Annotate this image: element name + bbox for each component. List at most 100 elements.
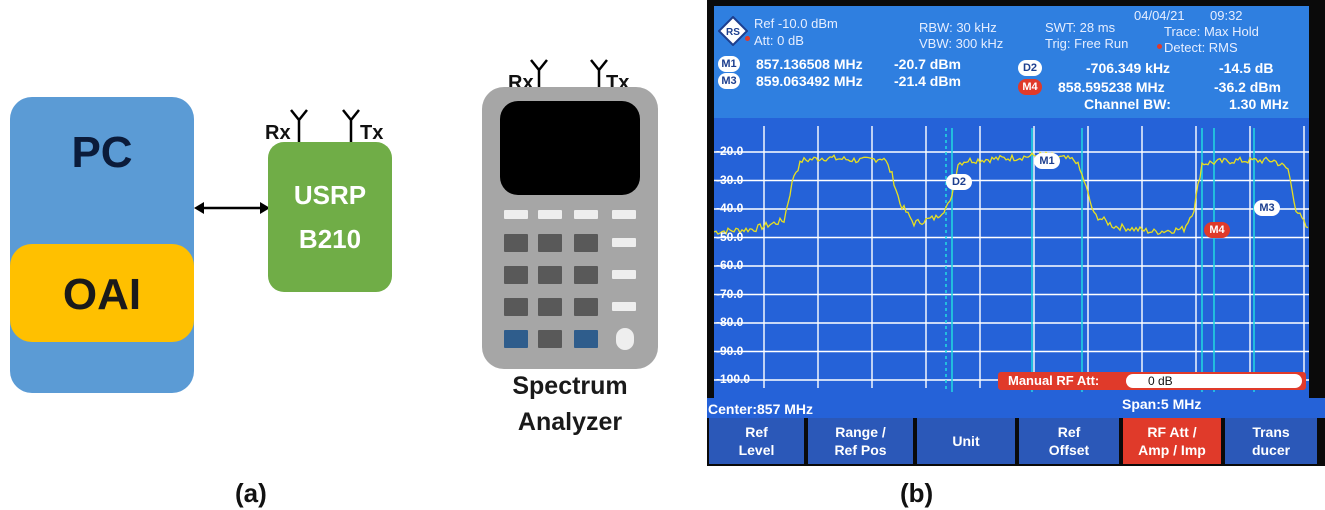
plot-marker-d2: D2	[946, 174, 972, 190]
m4-level: -36.2 dBm	[1214, 79, 1281, 95]
tx-antenna-icon	[342, 109, 360, 142]
channel-bw-value: 1.30 MHz	[1229, 96, 1289, 112]
m1-frequency: 857.136508 MHz	[756, 56, 863, 72]
m3-level: -21.4 dBm	[894, 73, 961, 89]
pc-label: PC	[71, 128, 133, 177]
softkey-rf-att-line2: Amp / Imp	[1138, 442, 1206, 458]
d2-frequency: -706.349 kHz	[1086, 60, 1171, 76]
spectrum-plot-canvas	[714, 126, 1309, 392]
softkey-trans-line1: Trans	[1252, 424, 1290, 440]
span-text: Span:5 MHz	[1122, 396, 1202, 412]
softkey-transducer[interactable]: Trans ducer	[1225, 418, 1317, 464]
detect-indicator-dot	[1157, 44, 1162, 49]
trig-text: Trig: Free Run	[1045, 36, 1129, 51]
y-tick-label: -30.0	[716, 172, 744, 187]
m4-badge: M4	[1018, 79, 1042, 95]
softkey-rf-att-line1: RF Att /	[1147, 424, 1197, 440]
status-bar	[707, 398, 1325, 418]
keypad-soft-key	[538, 210, 562, 219]
keypad-key	[504, 298, 528, 316]
y-tick-label: -80.0	[716, 315, 744, 329]
softkey-ref-offset-line2: Offset	[1048, 442, 1090, 458]
usrp-rx-label: Rx	[265, 122, 291, 144]
bidirectional-arrow	[194, 202, 270, 214]
keypad-key	[574, 330, 598, 348]
keypad-side-key	[612, 270, 636, 279]
vbw-text: VBW: 300 kHz	[919, 36, 1004, 51]
y-tick-label: -40.0	[716, 201, 744, 215]
softkey-ref-level-line1: Ref	[745, 424, 768, 440]
m1-badge: M1	[718, 56, 740, 72]
d2-badge: D2	[1018, 60, 1042, 76]
keypad-soft-key	[574, 210, 598, 219]
att-text: Att: 0 dB	[754, 33, 804, 48]
analyzer-header: RS Ref -10.0 dBm Att: 0 dB RBW: 30 kHz V…	[714, 6, 1309, 118]
softkey-range-ref-pos[interactable]: Range / Ref Pos	[808, 418, 913, 464]
keypad-key	[574, 234, 598, 252]
caption-a: (a)	[235, 478, 267, 508]
keypad-side-key	[612, 238, 636, 247]
trace-text: Trace: Max Hold	[1164, 24, 1259, 39]
oai-block	[10, 244, 194, 342]
m4-frequency: 858.595238 MHz	[1058, 79, 1165, 95]
channel-bw-label: Channel BW:	[1084, 96, 1171, 112]
swt-text: SWT: 28 ms	[1045, 20, 1116, 35]
keypad-soft-key	[504, 210, 528, 219]
plot-marker-m1: M1	[1034, 153, 1060, 169]
svg-text:RS: RS	[726, 27, 740, 38]
softkey-ref-level-line2: Level	[738, 442, 775, 458]
spectrum-trace	[714, 151, 1309, 236]
keypad-key	[574, 298, 598, 316]
softkey-ref-offset-line1: Ref	[1057, 424, 1081, 440]
att-indicator-dot	[745, 36, 750, 41]
softkey-trans-line2: ducer	[1251, 442, 1291, 458]
keypad-key	[538, 330, 562, 348]
center-frequency: Center:857 MHz	[708, 401, 814, 417]
keypad-key	[538, 234, 562, 252]
rbw-text: RBW: 30 kHz	[919, 20, 997, 35]
plot-marker-m3: M3	[1254, 200, 1280, 216]
date-text: 04/04/21	[1134, 8, 1185, 23]
keypad-key	[538, 266, 562, 284]
oai-label: OAI	[62, 270, 142, 319]
usrp-model-label: B210	[298, 224, 362, 254]
keypad-key	[574, 266, 598, 284]
spectrum-plot: -20.0-30.0-40.0-50.0-60.0-70.0-80.0-90.0…	[714, 118, 1309, 408]
y-tick-label: -100.0	[716, 372, 751, 386]
spectrum-analyzer-label-line2: Analyzer	[517, 408, 623, 436]
detect-text: Detect: RMS	[1164, 40, 1238, 55]
spectrum-analyzer-label-line1: Spectrum	[512, 372, 628, 400]
usrp-label: USRP	[293, 180, 367, 210]
sa-rx-antenna-icon	[530, 59, 548, 90]
keypad-key	[538, 298, 562, 316]
softkey-rf-att-amp-imp[interactable]: RF Att / Amp / Imp	[1123, 418, 1221, 464]
manual-rf-att-value[interactable]: 0 dB	[1126, 374, 1302, 388]
y-tick-label: -60.0	[716, 258, 744, 272]
y-tick-label: -20.0	[716, 144, 744, 158]
keypad-key	[504, 330, 528, 348]
manual-rf-att-box[interactable]: Manual RF Att: 0 dB	[998, 372, 1306, 390]
d2-level: -14.5 dB	[1219, 60, 1274, 76]
softkey-range-line2: Ref Pos	[834, 442, 887, 458]
softkey-unit-line1: Unit	[952, 433, 980, 449]
rx-antenna-icon	[290, 109, 308, 142]
usrp-block	[268, 142, 392, 292]
sa-tx-antenna-icon	[590, 59, 608, 90]
softkey-unit[interactable]: Unit	[917, 418, 1015, 464]
caption-b: (b)	[900, 478, 934, 508]
softkey-range-line1: Range /	[835, 424, 886, 440]
y-tick-label: -50.0	[716, 229, 744, 244]
keypad-side-key	[612, 302, 636, 311]
rohde-schwarz-logo-icon: RS	[718, 16, 748, 46]
m3-badge: M3	[718, 73, 740, 89]
plot-marker-m4: M4	[1204, 222, 1230, 238]
keypad-key	[504, 266, 528, 284]
keypad-knob	[616, 328, 634, 350]
spectrum-analyzer-screen	[500, 101, 640, 195]
y-tick-label: -90.0	[716, 343, 744, 358]
time-text: 09:32	[1210, 8, 1243, 23]
keypad-soft-key	[612, 210, 636, 219]
keypad-key	[504, 234, 528, 252]
